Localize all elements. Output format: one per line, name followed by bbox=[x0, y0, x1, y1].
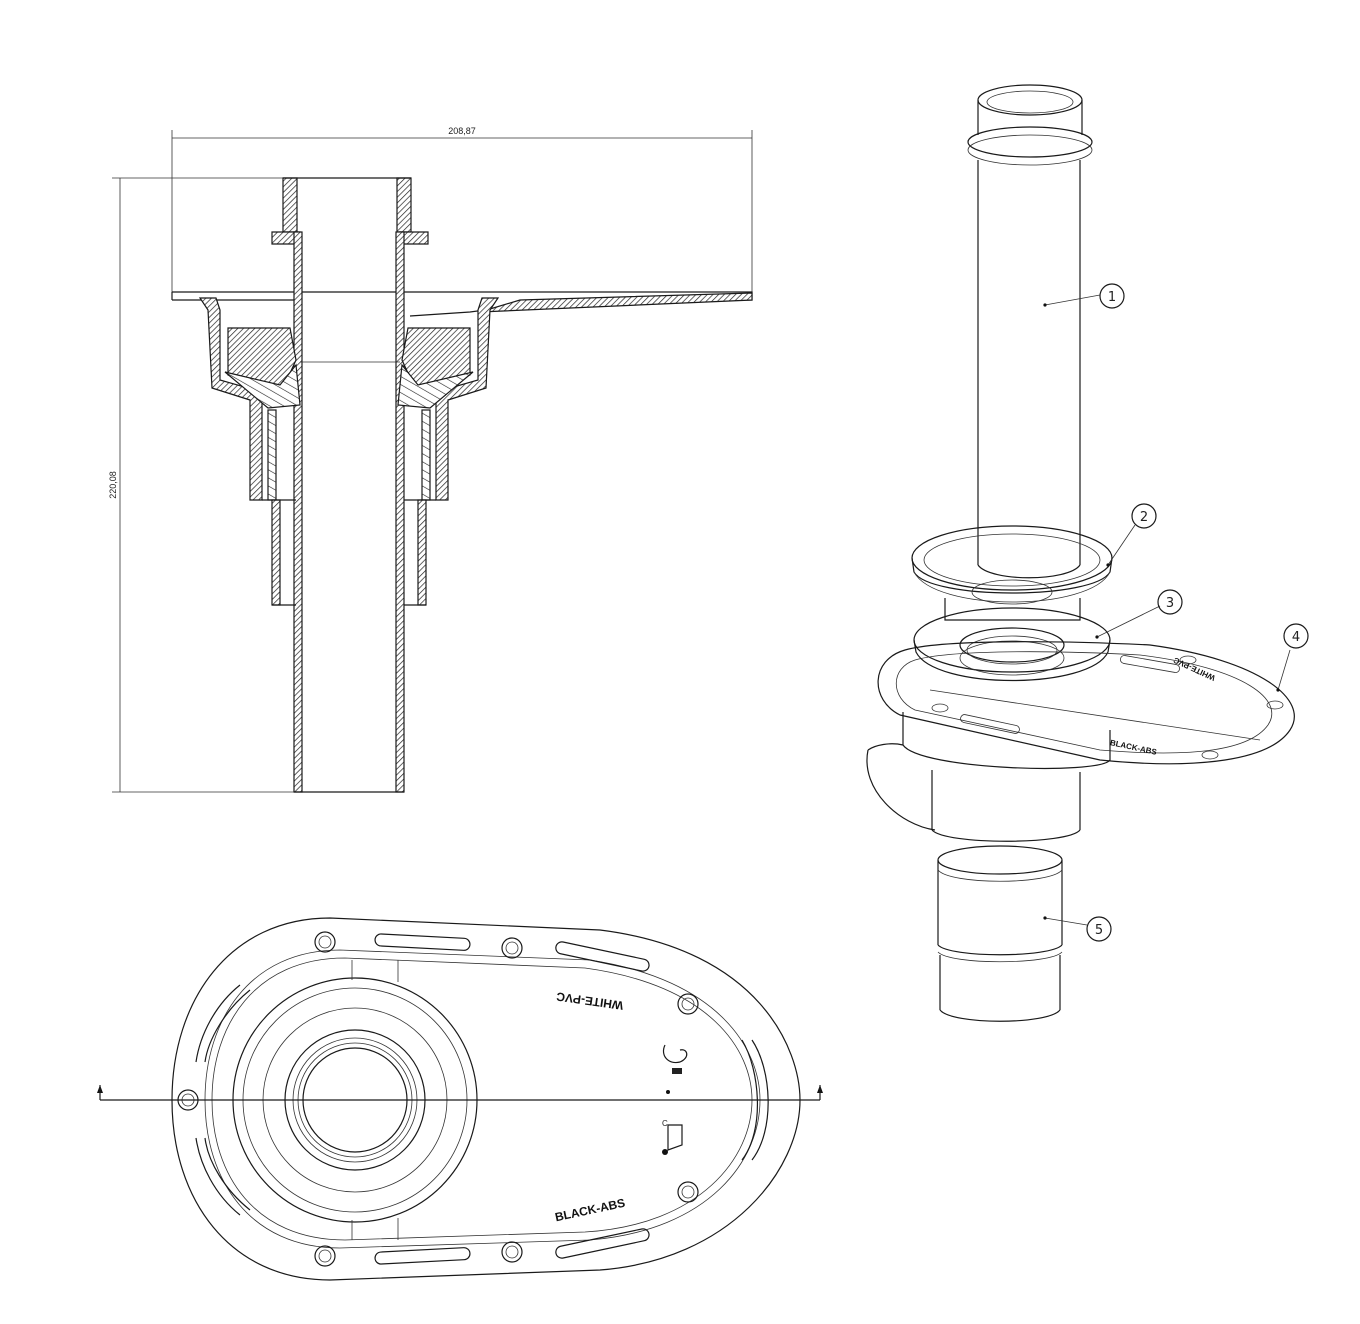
exploded-view: WHITE-PVC BLACK-ABS bbox=[866, 84, 1309, 1022]
section-view: 208,87 220,08 bbox=[108, 126, 753, 793]
part-4-flange: WHITE-PVC BLACK-ABS bbox=[877, 641, 1295, 765]
part-3-washer bbox=[913, 605, 1161, 682]
svg-text:3: 3 bbox=[1166, 596, 1174, 611]
plan-view: WHITE-PVC BLACK-ABS C bbox=[97, 917, 823, 1281]
svg-text:4: 4 bbox=[1292, 630, 1300, 645]
balloon-5: 5 bbox=[1086, 916, 1112, 942]
balloon-3: 3 bbox=[1157, 589, 1183, 615]
balloon-2: 2 bbox=[1131, 503, 1157, 529]
width-dimension-label: 208,87 bbox=[448, 126, 476, 136]
svg-text:2: 2 bbox=[1140, 510, 1148, 525]
logo-icon bbox=[662, 1044, 688, 1094]
height-dimension-label: 220,08 bbox=[108, 471, 118, 499]
width-dimension: 208,87 bbox=[171, 126, 753, 300]
svg-text:1: 1 bbox=[1108, 290, 1116, 305]
bolt-holes bbox=[177, 931, 699, 1267]
flange-marking-black-abs: BLACK-ABS bbox=[1109, 738, 1158, 757]
plan-marking-black-abs: BLACK-ABS bbox=[554, 1196, 627, 1225]
certification-mark-icon: C bbox=[662, 1119, 683, 1155]
height-dimension: 220,08 bbox=[108, 177, 300, 793]
slots bbox=[192, 933, 769, 1265]
svg-text:5: 5 bbox=[1095, 923, 1103, 938]
balloon-4: 4 bbox=[1283, 623, 1309, 649]
balloon-1: 1 bbox=[1099, 283, 1125, 309]
part-1-pipe bbox=[967, 84, 1101, 579]
drain-body bbox=[866, 712, 1111, 842]
svg-text:C: C bbox=[662, 1119, 668, 1128]
part-2-ring bbox=[911, 524, 1136, 621]
part-5-spigot bbox=[937, 845, 1088, 1022]
plan-marking-white-pvc: WHITE-PVC bbox=[555, 989, 624, 1012]
